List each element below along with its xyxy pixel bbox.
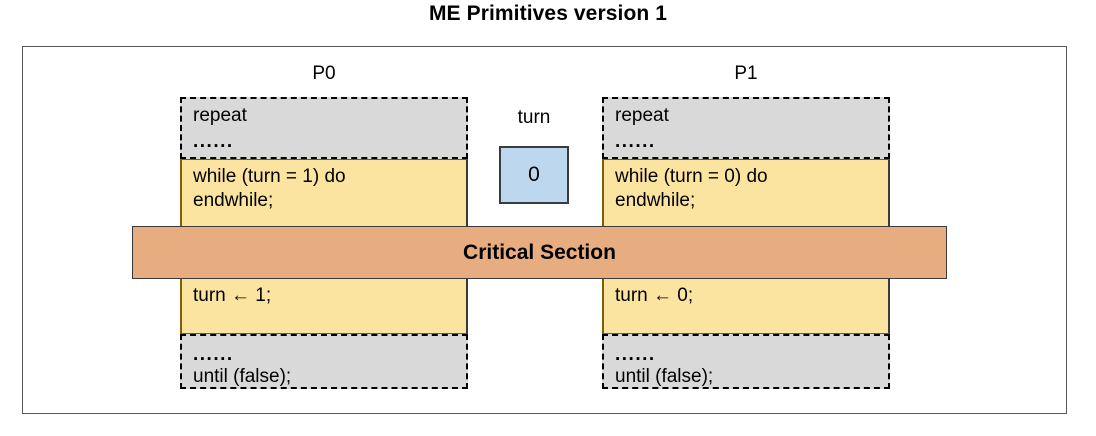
code-line: repeat xyxy=(615,105,669,126)
p1-preamble-block: repeat ...... xyxy=(602,97,890,159)
code-line: repeat xyxy=(193,105,247,126)
code-line: until (false); xyxy=(615,366,714,388)
code-line: until (false); xyxy=(193,366,292,388)
page-title: ME Primitives version 1 xyxy=(428,2,668,25)
code-line: endwhile; xyxy=(193,190,274,212)
turn-variable-label: turn xyxy=(517,107,551,128)
process-label-p1: P1 xyxy=(734,63,758,84)
code-line: turn ← 1; xyxy=(193,285,272,306)
code-line-ellipsis: ...... xyxy=(193,344,234,365)
code-line: while (turn = 1) do xyxy=(193,166,346,187)
code-line: turn ← 0; xyxy=(615,285,694,306)
p1-postamble-block: ...... until (false); xyxy=(602,334,890,389)
code-line-ellipsis: ...... xyxy=(615,344,656,365)
critical-section-bar: Critical Section xyxy=(132,226,947,279)
process-label-p0: P0 xyxy=(312,63,336,84)
turn-variable-value-box: 0 xyxy=(499,146,569,204)
code-line: while (turn = 0) do xyxy=(615,166,768,187)
p0-preamble-block: repeat ...... xyxy=(180,97,468,159)
p1-entry-protocol-block: while (turn = 0) do endwhile; xyxy=(602,159,890,227)
code-line-ellipsis: ...... xyxy=(615,131,656,153)
code-line: endwhile; xyxy=(615,190,696,212)
p0-entry-protocol-block: while (turn = 1) do endwhile; xyxy=(180,159,468,227)
p0-exit-protocol-block: turn ← 1; xyxy=(180,279,468,334)
code-line-ellipsis: ...... xyxy=(193,131,234,153)
p0-postamble-block: ...... until (false); xyxy=(180,334,468,389)
p1-exit-protocol-block: turn ← 0; xyxy=(602,279,890,334)
